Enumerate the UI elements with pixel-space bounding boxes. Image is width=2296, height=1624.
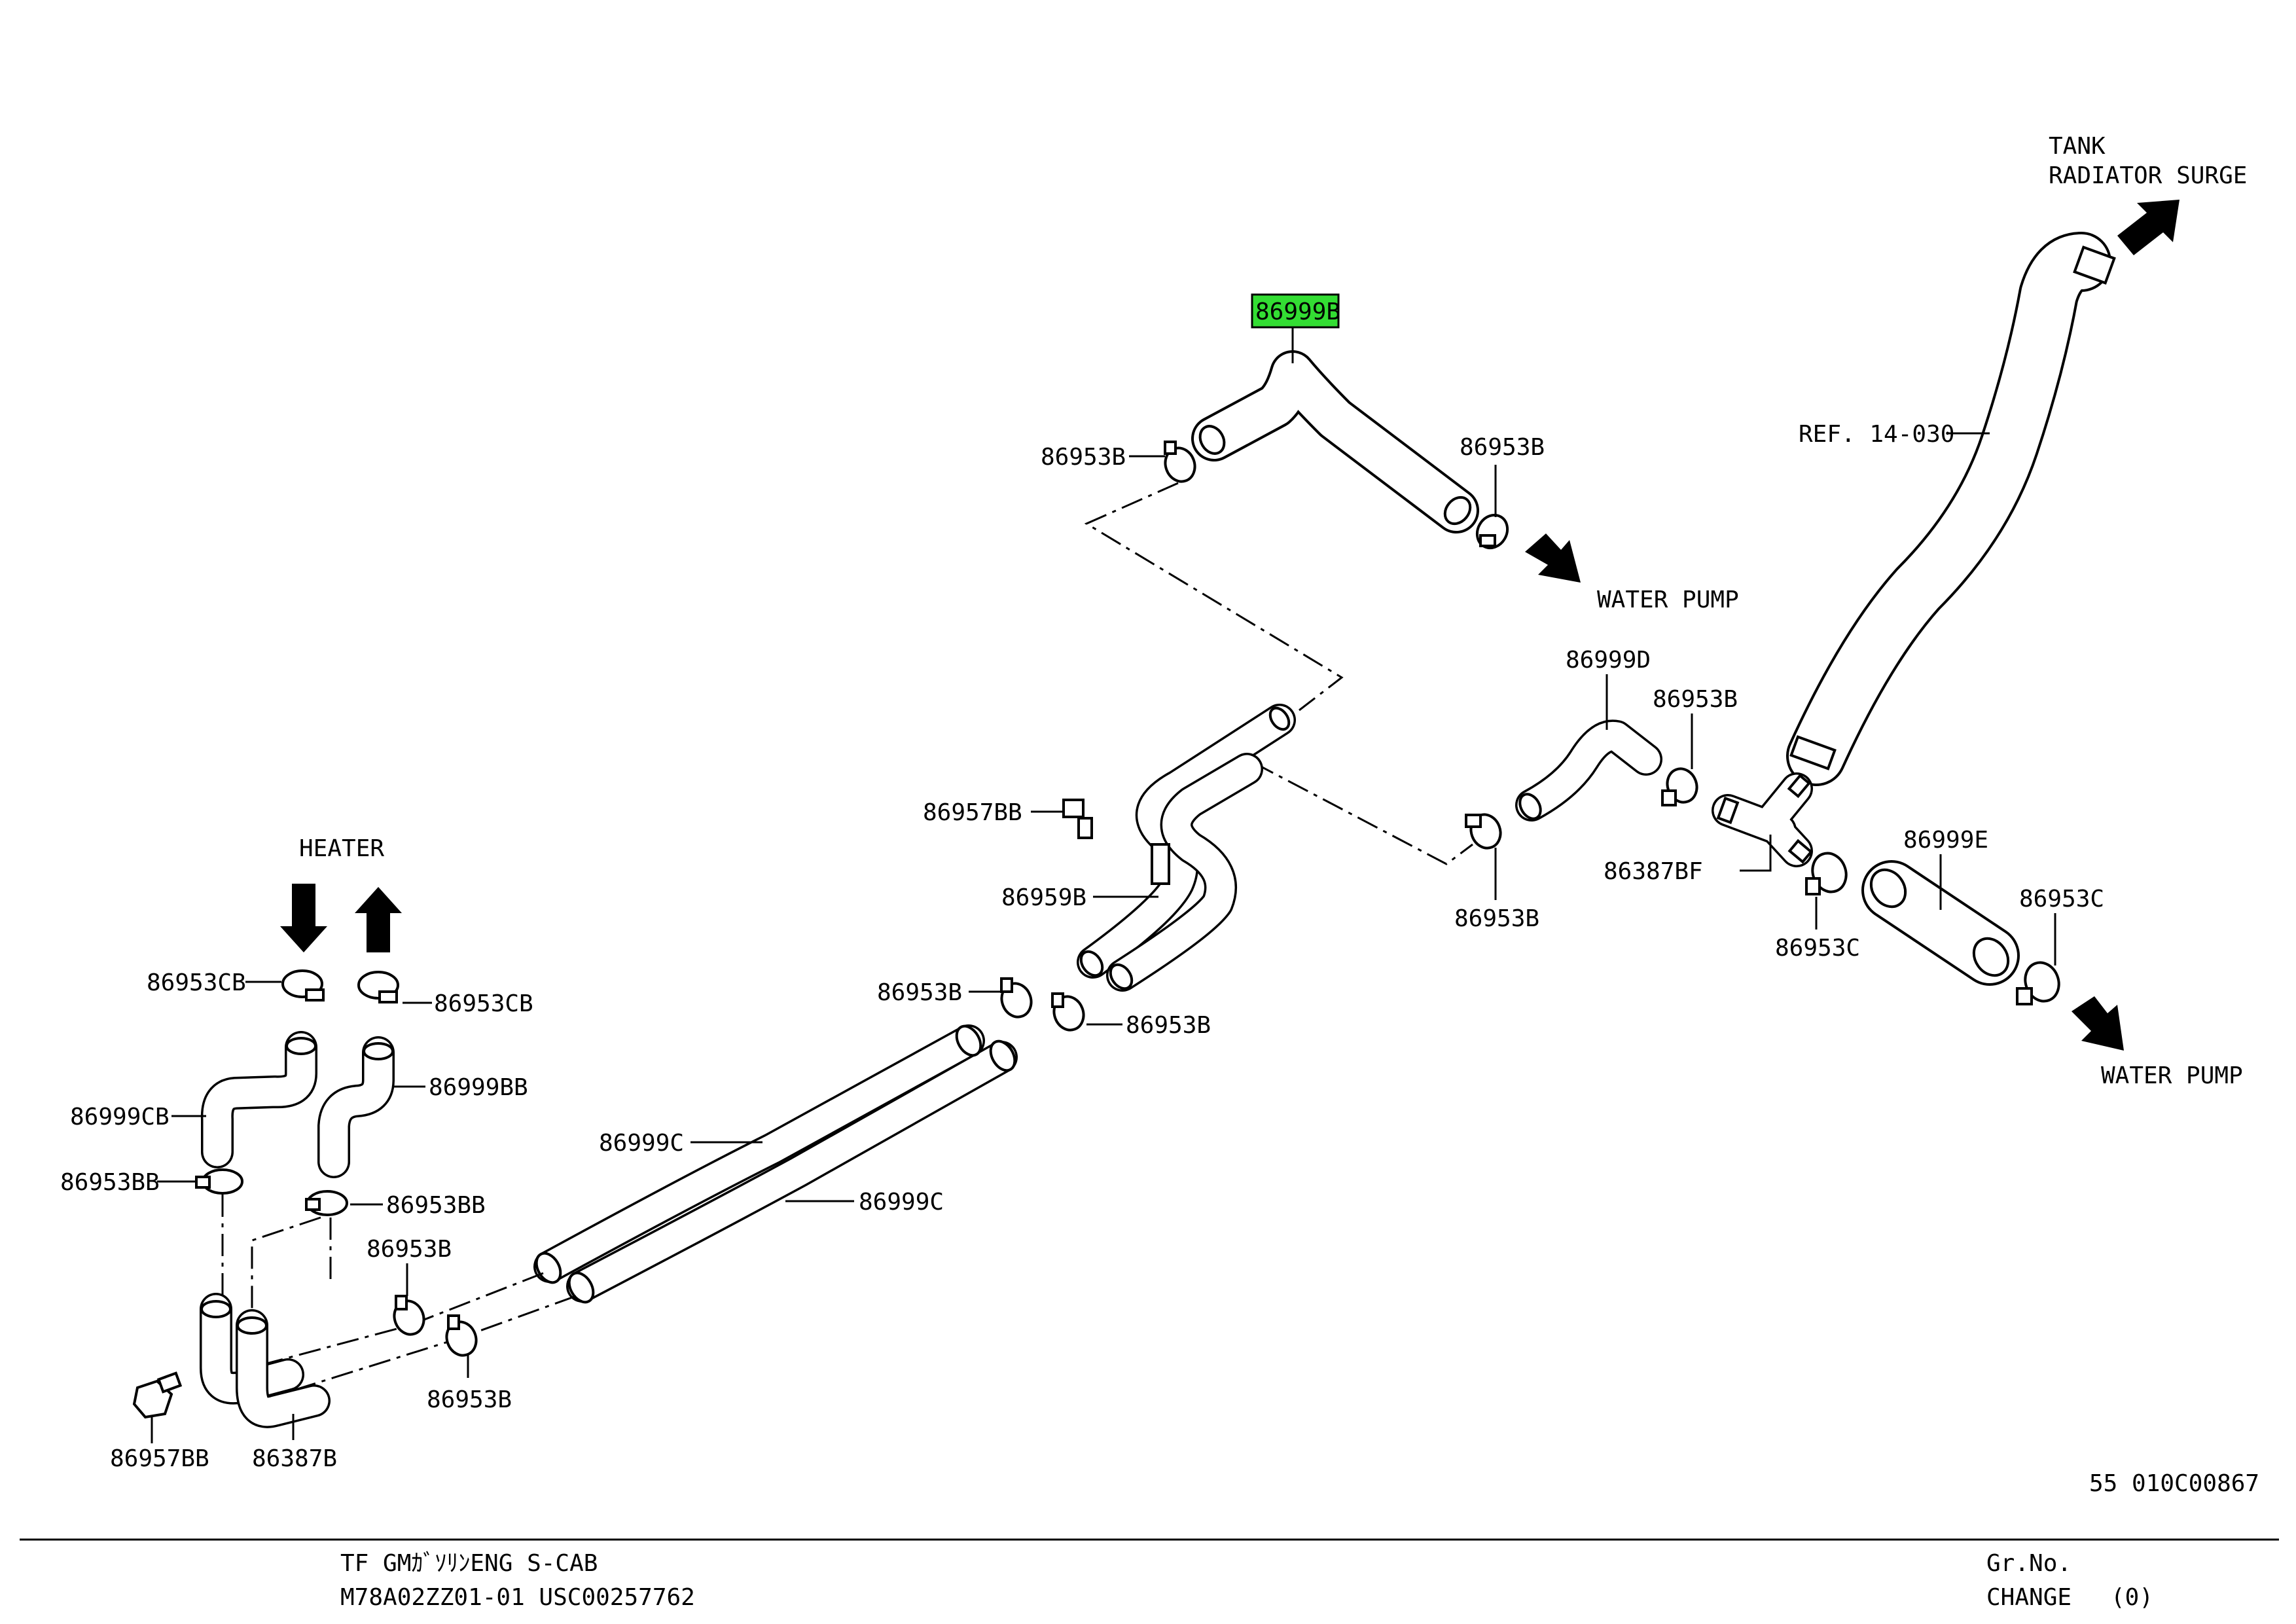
- clamp-bb-left[interactable]: [195, 1168, 243, 1195]
- label-86953b-low-lower[interactable]: 86953B: [427, 1386, 512, 1413]
- clamp-cb-right[interactable]: [357, 971, 399, 1003]
- label-86953bb-left[interactable]: 86953BB: [60, 1169, 160, 1196]
- footer-change-value: (0): [2111, 1584, 2153, 1611]
- label-86953b-top-left[interactable]: 86953B: [1041, 444, 1126, 471]
- arrow-water-pump-top: [1525, 533, 1581, 583]
- arrow-water-pump-bottom: [2072, 996, 2124, 1051]
- label-86953bb-right[interactable]: 86953BB: [386, 1192, 486, 1219]
- clamp-cb-left[interactable]: [281, 969, 325, 1001]
- clamp-low-upper[interactable]: [389, 1295, 428, 1339]
- label-86387b[interactable]: 86387B: [252, 1445, 337, 1472]
- label-86999e[interactable]: 86999E: [1903, 827, 1988, 854]
- clamp-mid-right[interactable]: [1049, 992, 1088, 1034]
- drawing-number: 55 010C00867: [2089, 1470, 2259, 1497]
- label-86953b-mid-left[interactable]: 86953B: [877, 979, 962, 1006]
- label-86957bb-low[interactable]: 86957BB: [110, 1445, 209, 1472]
- hose-ref-14-030[interactable]: [1786, 232, 2116, 786]
- hose-86999cb[interactable]: [200, 1031, 317, 1168]
- arrow-heater-in: [280, 884, 327, 952]
- label-86953c-right[interactable]: 86953C: [2019, 886, 2104, 912]
- footer-code: M78A02ZZ01-01 USC00257762: [340, 1584, 695, 1611]
- label-86953b-mid-right[interactable]: 86953B: [1126, 1012, 1211, 1039]
- clamp-86953c-left[interactable]: [1805, 848, 1852, 896]
- clamp-mid-left[interactable]: [997, 977, 1035, 1021]
- label-water-pump-bottom: WATER PUMP: [2101, 1062, 2243, 1089]
- label-86953b-d-low[interactable]: 86953B: [1454, 905, 1539, 932]
- label-86953c-left[interactable]: 86953C: [1775, 935, 1860, 962]
- label-86999c-lower[interactable]: 86999C: [859, 1189, 944, 1216]
- clamp-bb-right[interactable]: [305, 1190, 348, 1216]
- clamp-86999d-left[interactable]: [1465, 810, 1505, 852]
- hose-86999b[interactable]: [1191, 350, 1479, 533]
- clamp-top-left[interactable]: [1160, 441, 1199, 486]
- hose-86999c-pair[interactable]: [531, 1022, 1020, 1307]
- label-86387bf[interactable]: 86387BF: [1604, 858, 1703, 885]
- clamp-86999d-right[interactable]: [1661, 765, 1702, 806]
- hose-86999d[interactable]: [1515, 719, 1662, 822]
- label-water-pump-top: WATER PUMP: [1597, 586, 1739, 613]
- bolt-86957bb-low[interactable]: [132, 1371, 183, 1419]
- label-86999bb[interactable]: 86999BB: [429, 1074, 528, 1101]
- label-86999b[interactable]: 86999B: [1255, 298, 1340, 325]
- clamp-86953c-right[interactable]: [2016, 958, 2064, 1005]
- label-86957bb-mid[interactable]: 86957BB: [923, 799, 1022, 826]
- label-86999cb[interactable]: 86999CB: [70, 1104, 170, 1130]
- label-heater: HEATER: [299, 835, 384, 862]
- arrow-tank: [2117, 200, 2179, 255]
- part-highlight[interactable]: [1251, 293, 1340, 329]
- hose-86999e[interactable]: [1861, 860, 2020, 986]
- arrow-heater-out: [355, 887, 402, 952]
- label-86999d[interactable]: 86999D: [1566, 647, 1651, 674]
- pipe-assembly-86959b[interactable]: [1077, 704, 1296, 992]
- tee-86387bf[interactable]: [1712, 772, 1813, 867]
- label-86999c-upper[interactable]: 86999C: [599, 1130, 684, 1157]
- label-86953cb-right[interactable]: 86953CB: [434, 990, 533, 1017]
- footer-gr-no: Gr.No.: [1986, 1550, 2072, 1577]
- label-86959b[interactable]: 86959B: [1001, 884, 1086, 911]
- label-86953b-low-upper[interactable]: 86953B: [367, 1236, 452, 1263]
- label-radiator-surge: RADIATOR SURGE: [2049, 162, 2247, 189]
- label-ref-14-030[interactable]: REF. 14-030: [1799, 421, 1954, 448]
- label-tank: TANK: [2049, 133, 2106, 160]
- footer-change: CHANGE: [1986, 1584, 2072, 1611]
- pipe-86387b[interactable]: [200, 1293, 331, 1428]
- bolt-86957bb-mid[interactable]: [1062, 799, 1093, 839]
- footer-model: TF GMｶﾞｿﾘﾝENG S-CAB: [340, 1550, 598, 1577]
- clamp-top-right[interactable]: [1471, 509, 1513, 553]
- clamp-low-lower[interactable]: [442, 1314, 480, 1360]
- hose-86999bb[interactable]: [317, 1036, 395, 1178]
- label-86953b-d[interactable]: 86953B: [1653, 686, 1738, 713]
- label-86953b-top-right[interactable]: 86953B: [1460, 434, 1545, 461]
- label-86953cb-left[interactable]: 86953CB: [147, 969, 246, 996]
